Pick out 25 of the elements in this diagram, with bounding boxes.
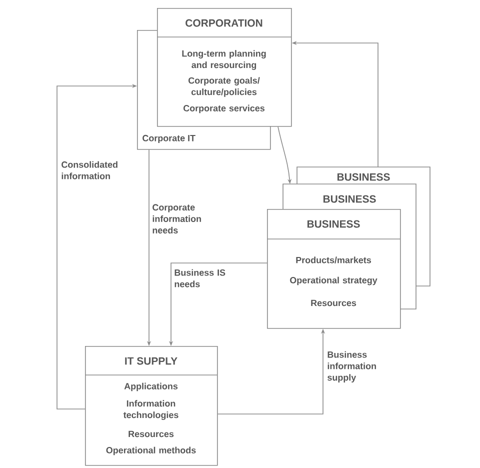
box-item: Products/markets: [296, 256, 371, 264]
box-item: Resources: [128, 430, 174, 438]
entity-box: [282, 184, 416, 210]
box-item: Operational strategy: [290, 276, 378, 286]
box-item: Corporate goals/ culture/policies: [188, 77, 260, 97]
box-label: Corporate IT: [142, 134, 196, 144]
box-item: Resources: [311, 300, 356, 306]
edge-label: Business IS needs: [174, 269, 226, 288]
entity-box: [266, 208, 401, 329]
entity-box: [296, 166, 430, 184]
edge-label: Corporate information needs: [152, 204, 201, 234]
entity-box: [84, 346, 218, 466]
box-item: Operational methods: [106, 446, 196, 456]
box-heading: BUSINESS: [323, 195, 376, 203]
edge-label: Business information supply: [328, 351, 376, 382]
box-heading: BUSINESS: [337, 173, 390, 181]
box-item: Information technologies: [123, 400, 178, 420]
edge-label: Consolidated information: [62, 161, 118, 180]
box-item: Applications: [124, 382, 178, 392]
box-heading: CORPORATION: [186, 19, 262, 27]
box-heading: BUSINESS: [307, 220, 360, 228]
entity-box: [156, 8, 292, 127]
box-item: Corporate services: [184, 104, 264, 114]
box-heading: IT SUPPLY: [125, 357, 178, 365]
box-item: Long-term planning and resourcing: [182, 50, 266, 70]
